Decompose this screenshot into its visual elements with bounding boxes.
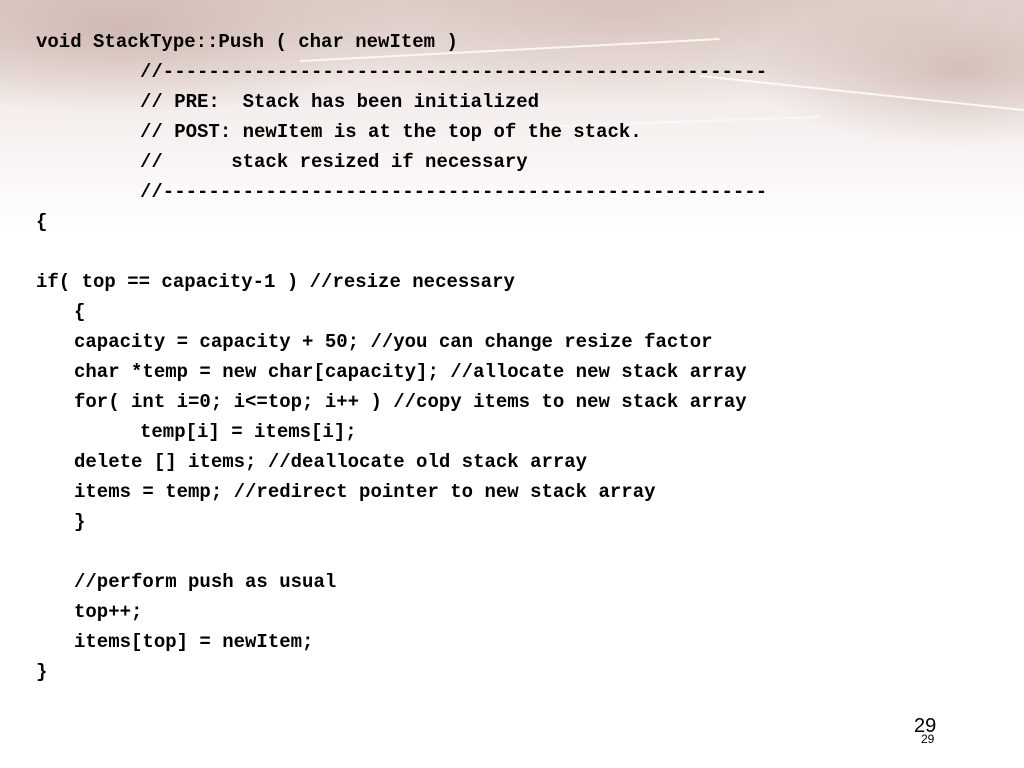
code-line-comment-post: // POST: newItem is at the top of the st… (140, 121, 642, 143)
code-line-if-resize: if( top == capacity-1 ) //resize necessa… (36, 271, 515, 293)
code-line-comment-push: //perform push as usual (74, 571, 337, 593)
code-line-comment-pre: // PRE: Stack has been initialized (140, 91, 540, 113)
code-line-comment-separator-top: //--------------------------------------… (140, 61, 768, 83)
code-line-redirect: items = temp; //redirect pointer to new … (74, 481, 656, 503)
code-line-close-brace: } (36, 661, 48, 683)
code-line-assign-item: items[top] = newItem; (74, 631, 314, 653)
slide-number: 29 (914, 715, 937, 737)
code-line-for-copy: for( int i=0; i<=top; i++ ) //copy items… (74, 391, 747, 413)
code-line-comment-resized: // stack resized if necessary (140, 151, 528, 173)
code-line-open-brace: { (36, 211, 48, 233)
code-line-delete: delete [] items; //deallocate old stack … (74, 451, 588, 473)
code-line-top-increment: top++; (74, 601, 143, 623)
code-line-signature: void StackType::Push ( char newItem ) (36, 31, 458, 53)
header-background-image (0, 0, 1024, 230)
code-block: void StackType::Push ( char newItem ) //… (0, 0, 767, 683)
code-line-capacity: capacity = capacity + 50; //you can chan… (74, 331, 713, 353)
code-line-comment-separator-bottom: //--------------------------------------… (140, 181, 768, 203)
slide-number-footer: 29 (921, 732, 935, 746)
code-line-if-close-brace: } (74, 511, 86, 533)
code-line-copy-item: temp[i] = items[i]; (140, 421, 357, 443)
code-line-alloc-temp: char *temp = new char[capacity]; //alloc… (74, 361, 747, 383)
code-line-if-open-brace: { (74, 301, 86, 323)
